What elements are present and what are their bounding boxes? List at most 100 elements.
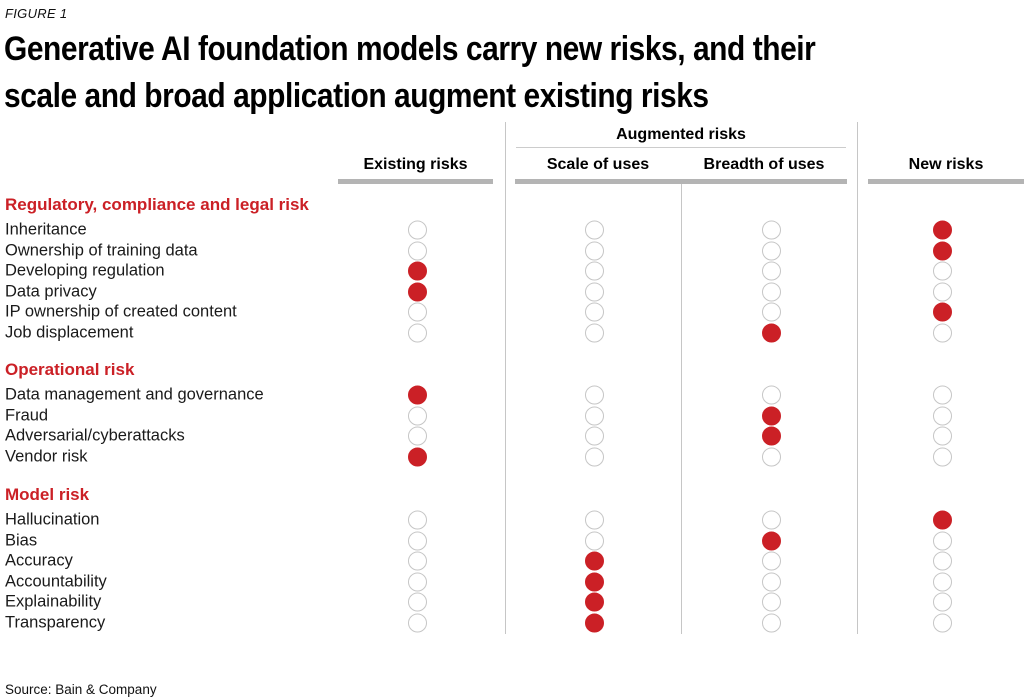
dot-breadth-of-uses xyxy=(762,551,781,571)
dot-new-risks xyxy=(933,531,952,551)
dot-existing-risks xyxy=(408,613,427,633)
dot-breadth-of-uses xyxy=(762,261,781,281)
risk-section: Operational risk Data management and gov… xyxy=(0,359,1024,467)
risk-row: Hallucination xyxy=(0,510,1024,531)
risk-section-rows: Inheritance Ownership of training data D… xyxy=(0,220,1024,343)
dot-breadth-of-uses xyxy=(762,241,781,261)
dot-new-risks xyxy=(933,572,952,592)
dot-new-risks xyxy=(933,510,952,530)
dot-breadth-of-uses xyxy=(762,323,781,343)
dot-breadth-of-uses xyxy=(762,531,781,551)
risk-row: Fraud xyxy=(0,406,1024,427)
dot-scale-of-uses xyxy=(585,510,604,530)
risk-row: Data management and governance xyxy=(0,385,1024,406)
risk-section-header: Model risk xyxy=(5,485,90,504)
dot-existing-risks xyxy=(408,592,427,612)
source-note: Source: Bain & Company xyxy=(5,682,157,697)
column-divider-augmented-new xyxy=(857,122,858,634)
risk-matrix: Augmented risks Existing risks Scale of … xyxy=(0,122,1024,640)
risk-row: Inheritance xyxy=(0,220,1024,241)
risk-row: Adversarial/cyberattacks xyxy=(0,426,1024,447)
dot-scale-of-uses xyxy=(585,385,604,405)
risk-row-label: Fraud xyxy=(5,406,49,425)
risk-row: Transparency xyxy=(0,613,1024,634)
dot-scale-of-uses xyxy=(585,572,604,592)
risk-row-label: Developing regulation xyxy=(5,261,165,280)
dot-existing-risks xyxy=(408,572,427,592)
dot-existing-risks xyxy=(408,323,427,343)
dot-breadth-of-uses xyxy=(762,592,781,612)
dot-scale-of-uses xyxy=(585,426,604,446)
dot-existing-risks xyxy=(408,385,427,405)
figure-title: Generative AI foundation models carry ne… xyxy=(4,26,816,120)
risk-row-label: Adversarial/cyberattacks xyxy=(5,426,185,445)
risk-sections: Regulatory, compliance and legal risk In… xyxy=(0,194,1024,633)
dot-existing-risks xyxy=(408,302,427,322)
risk-row-label: Accountability xyxy=(5,572,107,591)
dot-scale-of-uses xyxy=(585,447,604,467)
dot-existing-risks xyxy=(408,531,427,551)
dot-breadth-of-uses xyxy=(762,447,781,467)
dot-existing-risks xyxy=(408,241,427,261)
column-header-breadth-of-uses: Breadth of uses xyxy=(703,156,825,173)
risk-row: Ownership of training data xyxy=(0,241,1024,262)
dot-scale-of-uses xyxy=(585,551,604,571)
risk-section: Regulatory, compliance and legal risk In… xyxy=(0,194,1024,343)
column-header-scale-of-uses: Scale of uses xyxy=(546,156,650,173)
risk-row: Vendor risk xyxy=(0,447,1024,468)
dot-existing-risks xyxy=(408,261,427,281)
dot-new-risks xyxy=(933,551,952,571)
dot-scale-of-uses xyxy=(585,302,604,322)
column-group-header-augmented-risks: Augmented risks xyxy=(616,126,746,143)
dot-scale-of-uses xyxy=(585,261,604,281)
risk-row-label: Transparency xyxy=(5,613,106,632)
dot-new-risks xyxy=(933,406,952,426)
dot-new-risks xyxy=(933,385,952,405)
dot-new-risks xyxy=(933,447,952,467)
risk-row-label: Bias xyxy=(5,531,38,550)
dot-existing-risks xyxy=(408,282,427,302)
column-divider-scale-breadth xyxy=(681,183,682,634)
dot-existing-risks xyxy=(408,551,427,571)
dot-existing-risks xyxy=(408,220,427,240)
risk-row: IP ownership of created content xyxy=(0,302,1024,323)
dot-scale-of-uses xyxy=(585,592,604,612)
dot-scale-of-uses xyxy=(585,241,604,261)
dot-new-risks xyxy=(933,261,952,281)
risk-row-label: Accuracy xyxy=(5,551,73,570)
dot-new-risks xyxy=(933,613,952,633)
dot-new-risks xyxy=(933,592,952,612)
dot-breadth-of-uses xyxy=(762,282,781,302)
risk-section-rows: Data management and governance Fraud Adv… xyxy=(0,385,1024,467)
figure-label: FIGURE 1 xyxy=(5,6,68,21)
risk-row: Bias xyxy=(0,531,1024,552)
dot-breadth-of-uses xyxy=(762,426,781,446)
header-bar-existing-risks xyxy=(338,179,493,184)
dot-new-risks xyxy=(933,282,952,302)
dot-scale-of-uses xyxy=(585,406,604,426)
dot-existing-risks xyxy=(408,426,427,446)
dot-new-risks xyxy=(933,241,952,261)
risk-section-header: Regulatory, compliance and legal risk xyxy=(5,195,309,214)
dot-scale-of-uses xyxy=(585,220,604,240)
risk-section: Model risk Hallucination Bias Accuracy A… xyxy=(0,484,1024,633)
column-header-existing-risks: Existing risks xyxy=(363,156,468,173)
dot-scale-of-uses xyxy=(585,613,604,633)
risk-row-label: Data management and governance xyxy=(5,385,264,404)
figure-title-line1: Generative AI foundation models carry ne… xyxy=(4,30,816,68)
risk-section-header: Operational risk xyxy=(5,360,135,379)
risk-row-label: Inheritance xyxy=(5,220,87,239)
dot-breadth-of-uses xyxy=(762,572,781,592)
header-bar-augmented-risks xyxy=(515,179,847,184)
dot-new-risks xyxy=(933,323,952,343)
dot-breadth-of-uses xyxy=(762,220,781,240)
dot-existing-risks xyxy=(408,447,427,467)
risk-row: Explainability xyxy=(0,592,1024,613)
header-bar-new-risks xyxy=(868,179,1024,184)
risk-row: Data privacy xyxy=(0,282,1024,303)
dot-new-risks xyxy=(933,302,952,322)
dot-breadth-of-uses xyxy=(762,406,781,426)
dot-breadth-of-uses xyxy=(762,385,781,405)
dot-breadth-of-uses xyxy=(762,613,781,633)
dot-scale-of-uses xyxy=(585,531,604,551)
